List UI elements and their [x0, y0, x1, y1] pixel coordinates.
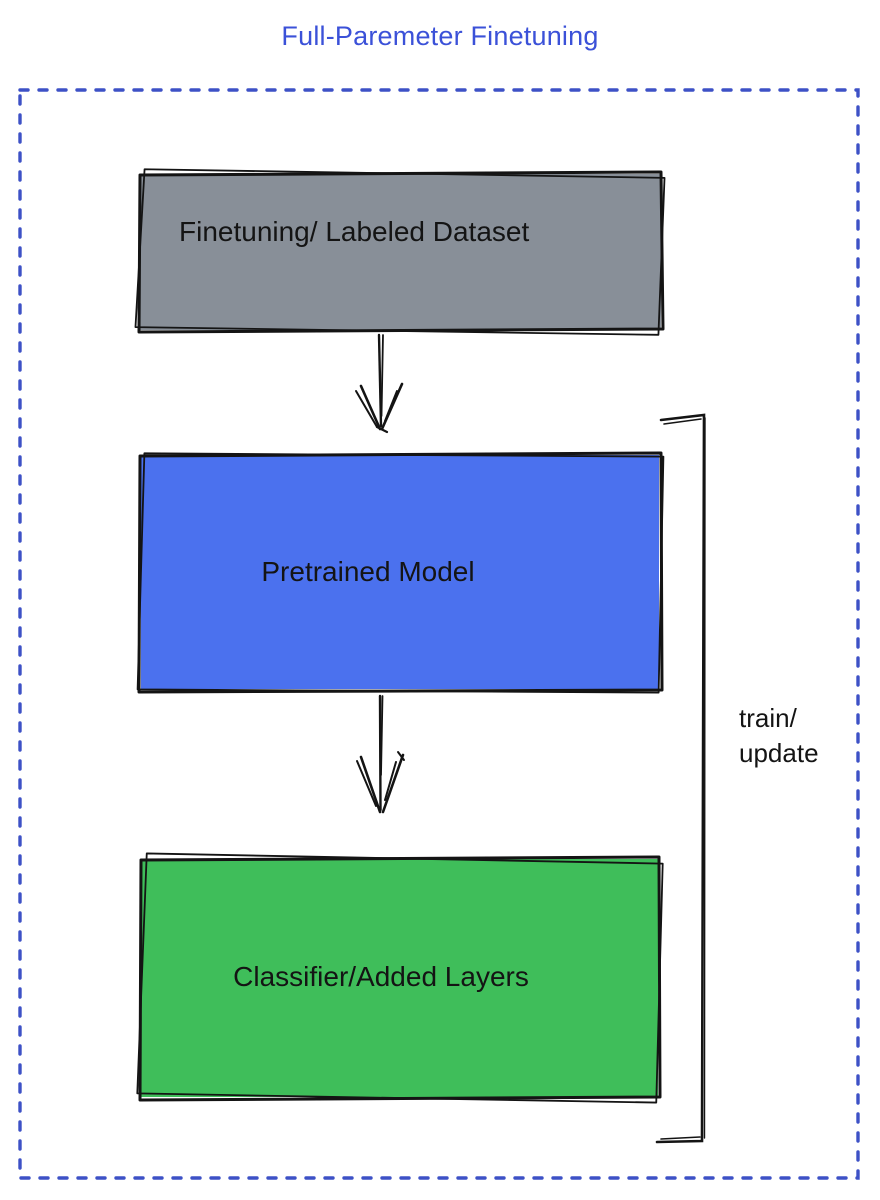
train-update-label: train/ update: [739, 703, 819, 768]
train-update-bracket: [655, 413, 706, 1144]
dataset-box-label: Finetuning/ Labeled Dataset: [179, 216, 530, 247]
classifier-box-shape: [136, 852, 664, 1104]
pretrained-box-label: Pretrained Model: [261, 556, 475, 587]
dataset-box-shape: [134, 168, 666, 336]
classifier-box-label: Classifier/Added Layers: [233, 961, 529, 992]
arrow-pretrained-to-classifier: [356, 694, 405, 814]
arrow-dataset-to-pretrained: [355, 333, 404, 434]
pretrained-box-shape: [136, 451, 665, 694]
diagram-title: Full-Paremeter Finetuning: [281, 21, 599, 51]
dotted-frame: [18, 88, 860, 1180]
